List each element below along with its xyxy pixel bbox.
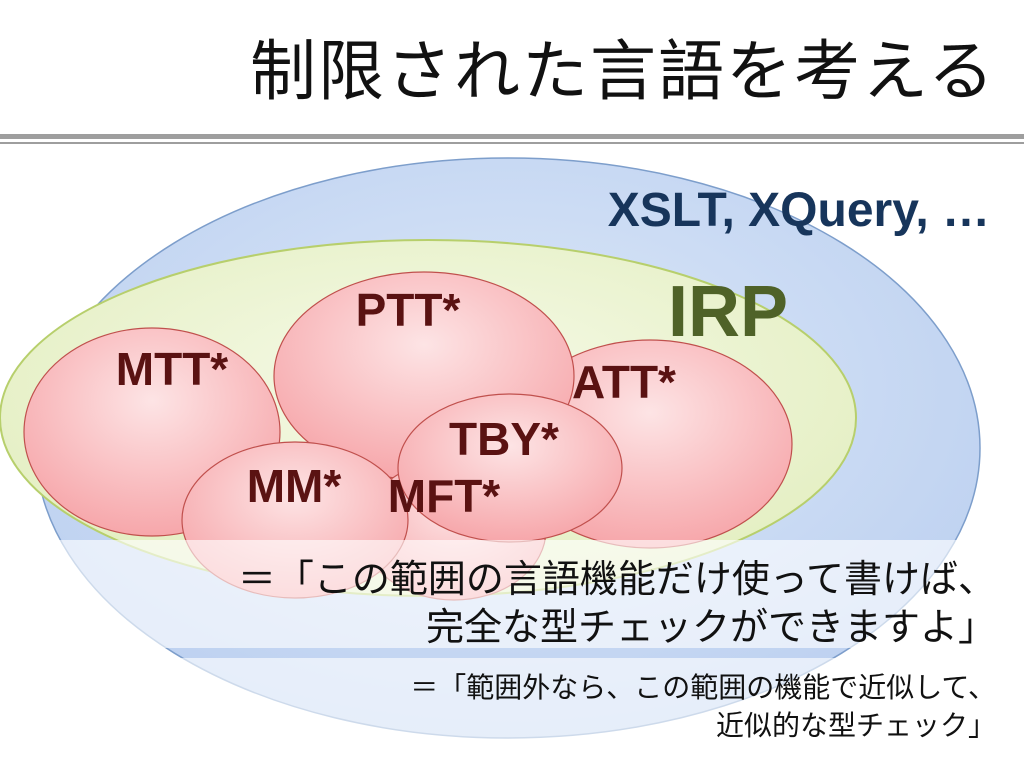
caption-band-2	[0, 658, 1024, 744]
caption-line-3: ＝「範囲外なら、この範囲の機能で近似して、	[410, 671, 996, 704]
set-label-mm: MM*	[247, 460, 342, 512]
middle-set-label: IRP	[668, 272, 788, 352]
caption-band-1	[0, 540, 1024, 648]
set-label-att: ATT*	[572, 356, 676, 408]
outer-set-label: XSLT, XQuery, …	[608, 184, 990, 237]
set-label-mft: MFT*	[388, 470, 501, 522]
set-label-tby: TBY*	[449, 413, 559, 465]
caption-line-1: ＝「この範囲の言語機能だけ使って書けば、	[237, 557, 996, 601]
title-divider-thick	[0, 134, 1024, 139]
set-label-mtt: MTT*	[116, 343, 229, 395]
slide-title: 制限された言語を考える	[249, 33, 996, 110]
caption-line-2: 完全な型チェックができますよ」	[425, 605, 996, 649]
title-divider-thin	[0, 142, 1024, 144]
caption-line-4: 近似的な型チェック」	[715, 709, 996, 742]
set-label-ptt: PTT*	[356, 284, 461, 336]
